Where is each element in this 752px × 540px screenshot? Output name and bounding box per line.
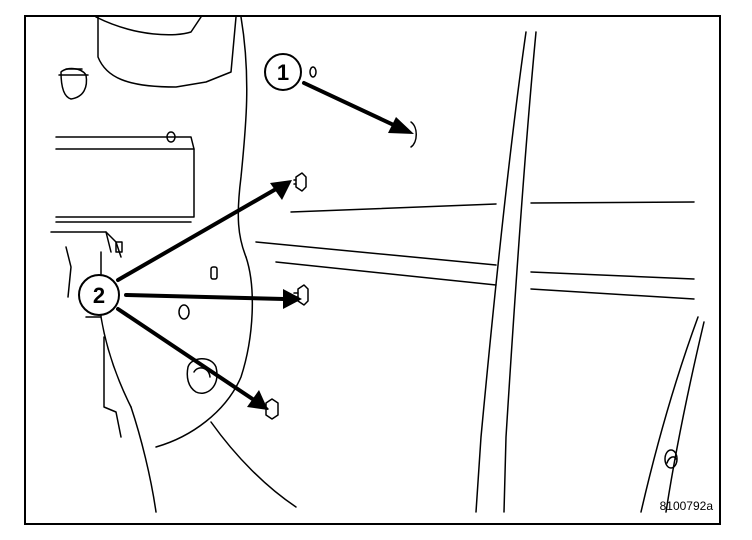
leader-arrow-2b <box>124 293 286 301</box>
upper-panel-outline <box>95 17 202 36</box>
callout-circle-2 <box>78 274 120 316</box>
upper-panel-body <box>97 17 237 88</box>
pillar-edge-down <box>130 406 157 513</box>
small-slot <box>115 241 123 253</box>
lower-diagonal <box>210 421 297 508</box>
arrow-head-2b <box>283 289 302 309</box>
pillar-lower-side <box>100 251 132 408</box>
callout-circle-1 <box>264 53 302 91</box>
callout-label-1: 1 <box>277 60 289 85</box>
door-pillar-right <box>503 31 537 513</box>
leader-arrow-2a <box>116 187 278 282</box>
pillar-bottom-curve <box>155 256 254 448</box>
door-edge-outer <box>640 316 699 513</box>
callout-label-2: 2 <box>93 283 105 308</box>
arrow-heads <box>247 117 414 410</box>
body-line-2 <box>255 241 497 266</box>
leader-arrow-1 <box>302 81 400 129</box>
pillar-side-step <box>103 336 122 438</box>
door-pillar-left <box>475 31 527 513</box>
arrow-head-2c <box>247 390 268 410</box>
body-line-2b <box>530 271 695 280</box>
body-line-3 <box>275 261 497 286</box>
beam-upper <box>55 148 195 218</box>
left-wall <box>50 231 122 258</box>
figure-frame: 1 2 8100792a <box>24 15 721 525</box>
arrow-head-2a <box>270 180 292 200</box>
door-edge-inner <box>665 321 705 513</box>
door-handle-hole <box>664 449 678 469</box>
pillar-hole-3 <box>186 358 218 394</box>
leader-arrow-2c <box>116 307 256 402</box>
pillar-hole-2 <box>178 304 190 320</box>
hole-1-small <box>309 66 317 78</box>
leader-arrows <box>116 81 400 402</box>
knob-shape <box>60 67 88 100</box>
body-line-1b <box>530 201 695 204</box>
arrow-head-1 <box>388 117 414 134</box>
pillar-left-edge <box>237 17 248 258</box>
door-handle-hole-inner <box>666 456 677 464</box>
line-drawing: 1 2 <box>50 17 705 513</box>
upper-small-hole <box>166 131 176 143</box>
clip-fastener-top <box>293 172 307 192</box>
body-line-1 <box>290 203 497 213</box>
pillar-hole-1 <box>210 266 218 280</box>
beam-top-edge <box>55 136 195 150</box>
slot-left <box>105 231 112 253</box>
left-wall-inner <box>65 246 72 298</box>
hole-1 <box>410 121 417 148</box>
figure-id-label: 8100792a <box>659 499 713 513</box>
body-line-3b <box>530 288 695 300</box>
